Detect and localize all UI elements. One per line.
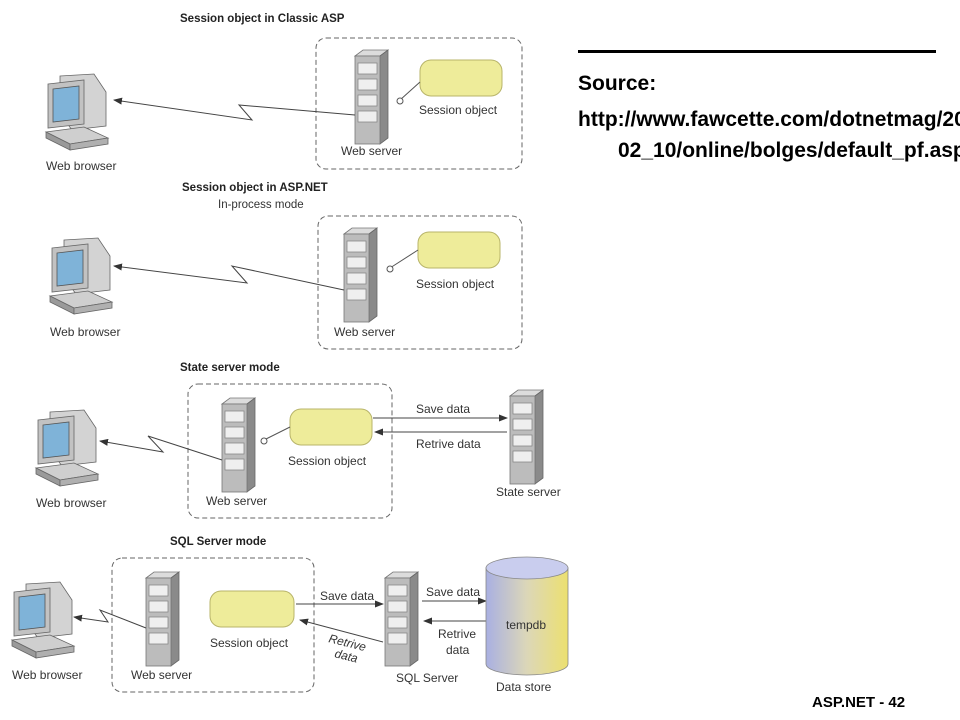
database-cylinder-icon xyxy=(485,556,569,676)
divider-rule xyxy=(578,50,936,53)
session-connector xyxy=(389,249,419,269)
web-server-icon xyxy=(343,227,378,323)
connector-node xyxy=(386,265,394,273)
network-link-arrow xyxy=(113,97,356,121)
retrive-data-label: Retrive data xyxy=(416,437,481,451)
web-browser-label: Web browser xyxy=(46,159,116,173)
source-panel: Source: http://www.fawcette.com/dotnetma… xyxy=(578,50,960,166)
section-title: SQL Server mode xyxy=(170,536,266,548)
session-object-shape xyxy=(289,408,373,446)
web-server-label: Web server xyxy=(341,144,402,158)
session-object-label: Session object xyxy=(288,454,367,468)
network-link-arrow xyxy=(73,608,147,629)
web-server-label: Web server xyxy=(334,325,395,339)
save-data-label-1: Save data xyxy=(320,589,374,603)
section-state-server: State server mode Web browser Web server… xyxy=(35,362,561,519)
web-browser-icon xyxy=(35,409,99,487)
section-sql-server: SQL Server mode Web browser Web server S… xyxy=(11,536,569,694)
sql-server-icon xyxy=(384,571,419,667)
retrive-data-label-2b: data xyxy=(446,643,470,657)
state-server-icon xyxy=(509,389,544,485)
web-browser-icon xyxy=(49,237,113,315)
web-browser-icon xyxy=(45,73,109,151)
data-store-label: Data store xyxy=(496,680,552,694)
web-server-boundary xyxy=(317,215,523,350)
session-object-label: Session object xyxy=(210,636,289,650)
session-connector xyxy=(263,426,291,441)
web-browser-label: Web browser xyxy=(50,325,120,339)
tempdb-label: tempdb xyxy=(506,618,546,632)
section-aspnet-inprocess: Session object in ASP.NET In-process mod… xyxy=(49,182,523,350)
network-link-arrow xyxy=(113,263,345,291)
section-subtitle: In-process mode xyxy=(218,199,304,211)
section-title: Session object in ASP.NET xyxy=(182,182,328,194)
session-object-shape xyxy=(209,590,295,628)
session-object-label: Session object xyxy=(416,277,495,291)
source-heading: Source: xyxy=(578,72,657,95)
web-browser-label: Web browser xyxy=(36,496,106,510)
session-object-label: Session object xyxy=(419,103,498,117)
retrive-data-label-2a: Retrive xyxy=(438,627,476,641)
section-title: Session object in Classic ASP xyxy=(180,13,345,25)
session-object-shape xyxy=(419,59,503,97)
web-server-icon xyxy=(145,571,180,667)
session-connector xyxy=(399,81,421,101)
sql-server-label: SQL Server xyxy=(396,671,458,685)
slide-footer: ASP.NET - 42 xyxy=(812,694,906,711)
session-object-shape xyxy=(417,231,501,269)
web-server-icon xyxy=(354,49,389,145)
web-server-boundary xyxy=(111,557,315,693)
web-server-label: Web server xyxy=(206,494,267,508)
section-classic-asp: Session object in Classic ASP Web browse… xyxy=(45,13,523,173)
web-server-label: Web server xyxy=(131,668,192,682)
retrive-data-arrow-1 xyxy=(299,618,384,643)
web-server-boundary xyxy=(187,383,393,519)
source-url: http://www.fawcette.com/dotnetmag/2002_1… xyxy=(578,108,960,162)
save-data-label: Save data xyxy=(416,402,470,416)
connector-node xyxy=(396,97,404,105)
save-data-label-2: Save data xyxy=(426,585,480,599)
web-server-icon xyxy=(221,397,256,493)
network-link-arrow xyxy=(99,435,223,461)
section-title: State server mode xyxy=(180,362,280,374)
connector-node xyxy=(260,437,268,445)
web-browser-icon xyxy=(11,581,75,659)
web-browser-label: Web browser xyxy=(12,668,82,682)
state-server-label: State server xyxy=(496,485,561,499)
retrive-data-label-1b: data xyxy=(333,646,359,665)
web-server-boundary xyxy=(315,37,523,170)
